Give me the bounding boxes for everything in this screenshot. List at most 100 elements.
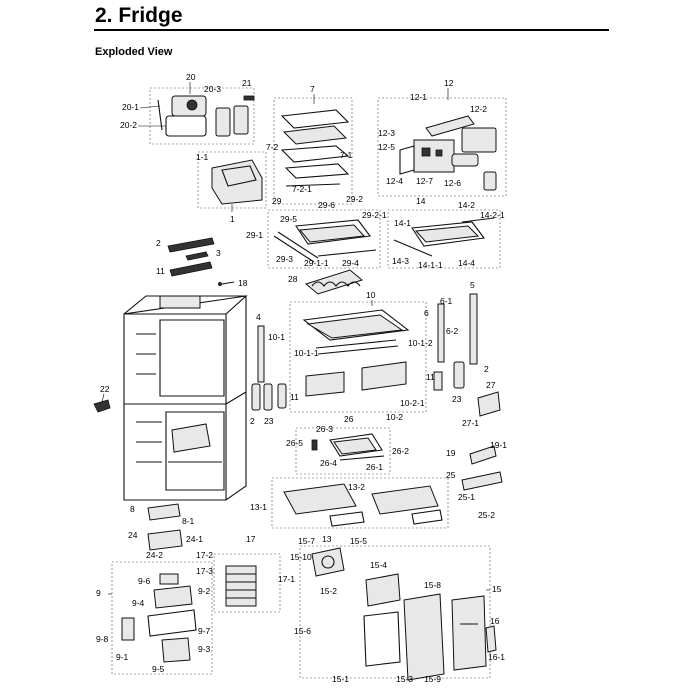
callout: 15-4 xyxy=(370,560,387,570)
callout: 13-1 xyxy=(250,502,267,512)
part-16 xyxy=(485,625,497,653)
callout: 9 xyxy=(96,588,101,598)
callout: 17-2 xyxy=(196,550,213,560)
callout: 26-1 xyxy=(366,462,383,472)
callout: 17 xyxy=(246,534,256,544)
callout: 9-3 xyxy=(198,644,211,654)
callout: 29-6 xyxy=(318,200,335,210)
callout: 10 xyxy=(366,290,376,300)
callout: 12-5 xyxy=(378,142,395,152)
callout: 26-3 xyxy=(316,424,333,434)
callout: 7-1 xyxy=(340,150,353,160)
callout: 12-1 xyxy=(410,92,427,102)
callout: 14-1-1 xyxy=(418,260,443,270)
assembly-9 xyxy=(111,561,213,675)
callout: 6-1 xyxy=(440,296,453,306)
callout: 9-2 xyxy=(198,586,211,596)
callout: 11 xyxy=(426,372,435,382)
callout: 10-1-2 xyxy=(408,338,433,348)
dispenser-assembly-12 xyxy=(377,97,507,197)
callout: 9-8 xyxy=(96,634,109,644)
callout: 14-1 xyxy=(394,218,411,228)
section-subtitle: Exploded View xyxy=(95,46,173,58)
callout: 10-1-1 xyxy=(294,348,319,358)
callout: 29-1-1 xyxy=(304,258,329,268)
vertical-rails-4-5-6 xyxy=(257,293,478,391)
callout: 21 xyxy=(242,78,252,88)
brackets-2-23 xyxy=(251,383,287,411)
callout: 9-7 xyxy=(198,626,211,636)
callout: 19-1 xyxy=(490,440,507,450)
evaporator-17 xyxy=(213,553,281,613)
callout: 14-2-1 xyxy=(480,210,505,220)
title-underline xyxy=(94,29,609,31)
callout: 15-9 xyxy=(424,674,441,684)
callout: 29-2-1 xyxy=(362,210,387,220)
callout: 12-4 xyxy=(386,176,403,186)
callout: 15-1 xyxy=(332,674,349,684)
callout: 12 xyxy=(444,78,454,88)
callout: 17-3 xyxy=(196,566,213,576)
callout: 20-2 xyxy=(120,120,137,130)
shelf-assembly-10 xyxy=(289,301,427,413)
callout: 19 xyxy=(446,448,456,458)
drawer-assembly-13 xyxy=(271,477,449,529)
callout: 24 xyxy=(128,530,138,540)
ice-maker-assembly xyxy=(149,87,255,145)
callout: 2 xyxy=(156,238,161,248)
callout: 27 xyxy=(486,380,496,390)
callout: 26-5 xyxy=(286,438,303,448)
callout: 2 xyxy=(250,416,255,426)
callout: 24-2 xyxy=(146,550,163,560)
callout: 1 xyxy=(230,214,235,224)
callout: 14-2 xyxy=(458,200,475,210)
callout: 2 xyxy=(484,364,489,374)
callout: 12-3 xyxy=(378,128,395,138)
callout: 9-4 xyxy=(132,598,145,608)
callout: 15-5 xyxy=(350,536,367,546)
callout: 15-3 xyxy=(396,674,413,684)
shelf-assembly-29 xyxy=(267,209,381,269)
callout: 23 xyxy=(264,416,274,426)
callout: 18 xyxy=(238,278,248,288)
callout: 15-8 xyxy=(424,580,441,590)
callout: 23 xyxy=(452,394,462,404)
callout: 13 xyxy=(322,534,332,544)
callout: 22 xyxy=(100,384,110,394)
callout: 7-2 xyxy=(266,142,279,152)
callout: 29-1 xyxy=(246,230,263,240)
callout: 15-6 xyxy=(294,626,311,636)
assembly-15 xyxy=(299,545,491,681)
callout: 26-2 xyxy=(392,446,409,456)
callout: 14-4 xyxy=(458,258,475,268)
part-27 xyxy=(477,391,501,417)
callout: 13-2 xyxy=(348,482,365,492)
callout-labels: 20 20-1 20-2 20-3 21 7 7-1 7-2 7-2-1 12 … xyxy=(96,72,507,684)
callout: 27-1 xyxy=(462,418,479,428)
callout: 29 xyxy=(272,196,282,206)
callout: 20 xyxy=(186,72,196,82)
callout: 7 xyxy=(310,84,315,94)
callout: 12-2 xyxy=(470,104,487,114)
callout: 16 xyxy=(490,616,500,626)
callout: 15-7 xyxy=(298,536,315,546)
callout: 28 xyxy=(288,274,298,284)
callout: 9-6 xyxy=(138,576,151,586)
part-18 xyxy=(217,281,235,286)
callout: 24-1 xyxy=(186,534,203,544)
shelf-assembly-26 xyxy=(295,427,391,475)
callout: 12-6 xyxy=(444,178,461,188)
callout: 15-10 xyxy=(290,552,312,562)
leader-lines xyxy=(101,82,490,595)
callout: 16-1 xyxy=(488,652,505,662)
callout: 17-1 xyxy=(278,574,295,584)
callout: 29-4 xyxy=(342,258,359,268)
callout: 10-2 xyxy=(386,412,403,422)
callout: 8 xyxy=(130,504,135,514)
callout: 8-1 xyxy=(182,516,195,526)
shelf-assembly-7 xyxy=(273,97,353,205)
callout: 29-2 xyxy=(346,194,363,204)
callout: 26-4 xyxy=(320,458,337,468)
hinge-22 xyxy=(93,399,111,413)
